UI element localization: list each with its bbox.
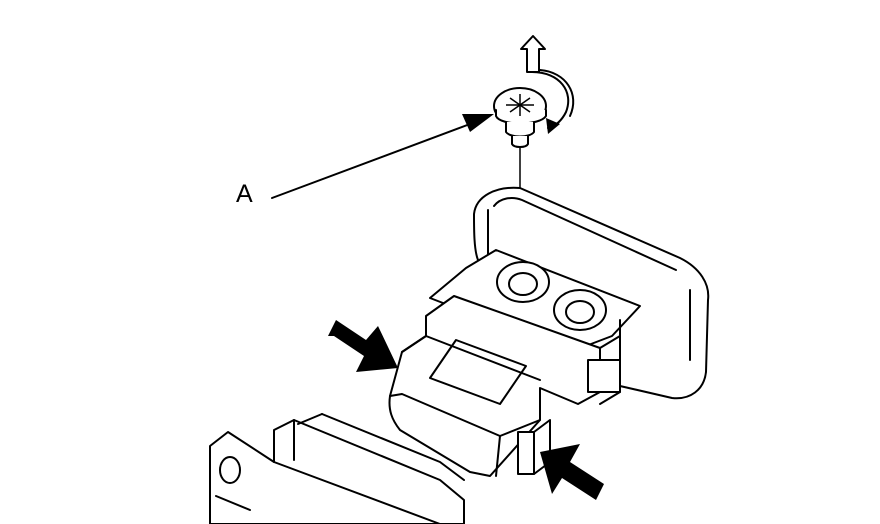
up-arrow-icon bbox=[520, 35, 546, 73]
connector-label-plate bbox=[429, 339, 527, 405]
press-arrow-left bbox=[328, 320, 398, 372]
callout-label-a: A bbox=[236, 180, 253, 208]
rotate-counterclockwise-icon bbox=[531, 69, 575, 134]
base-bracket bbox=[209, 413, 465, 524]
screw-bolt-icon bbox=[493, 87, 547, 148]
callout-leader-arrow bbox=[271, 114, 494, 199]
bracket-hole bbox=[219, 456, 241, 484]
press-arrow-right bbox=[540, 444, 604, 500]
lock-tab bbox=[517, 431, 535, 475]
electrical-connector bbox=[388, 295, 621, 477]
